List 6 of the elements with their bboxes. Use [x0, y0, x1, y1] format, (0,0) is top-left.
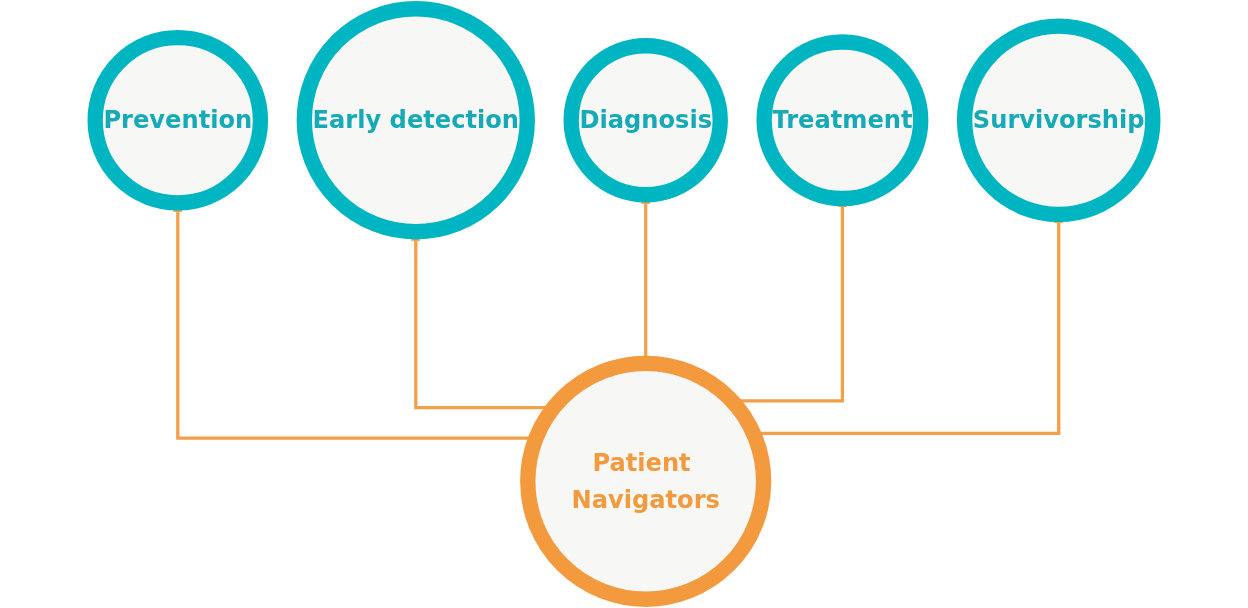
- node-circle: Early detection: [296, 1, 535, 240]
- node-circle: Diagnosis: [563, 38, 728, 203]
- node-circle: Survivorship: [956, 18, 1161, 223]
- node-circle: Prevention: [87, 29, 269, 211]
- node-circle: Patient Navigators: [520, 355, 772, 607]
- node-circle: Treatment: [756, 34, 929, 207]
